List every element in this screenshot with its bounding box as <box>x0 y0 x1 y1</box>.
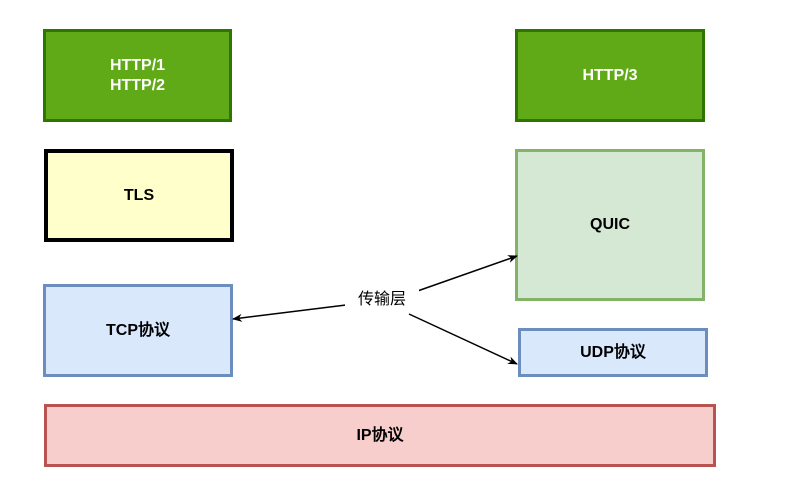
tcp-label: TCP协议 <box>105 321 170 339</box>
tls-box: TLS <box>44 149 234 242</box>
udp-box: UDP协议 <box>518 328 708 377</box>
ip-box: IP协议 <box>44 404 716 467</box>
ip-label: IP协议 <box>356 426 404 444</box>
quic-box: QUIC <box>515 149 705 301</box>
tls-label: TLS <box>123 186 155 204</box>
quic-label: QUIC <box>590 216 630 233</box>
http1-http2-box: HTTP/1 HTTP/2 <box>43 29 232 122</box>
arrow-to-tcp <box>232 304 347 322</box>
http2-label: HTTP/2 <box>109 76 166 94</box>
tcp-box: TCP协议 <box>43 284 233 377</box>
arrow-to-quic <box>408 255 518 295</box>
http1-label: HTTP/1 <box>109 56 166 74</box>
http3-box: HTTP/3 <box>515 29 705 122</box>
http3-label: HTTP/3 <box>582 66 638 84</box>
udp-label: UDP协议 <box>580 343 646 361</box>
arrow-to-udp <box>408 313 518 365</box>
transport-layer-label: 传输层 <box>345 289 419 311</box>
